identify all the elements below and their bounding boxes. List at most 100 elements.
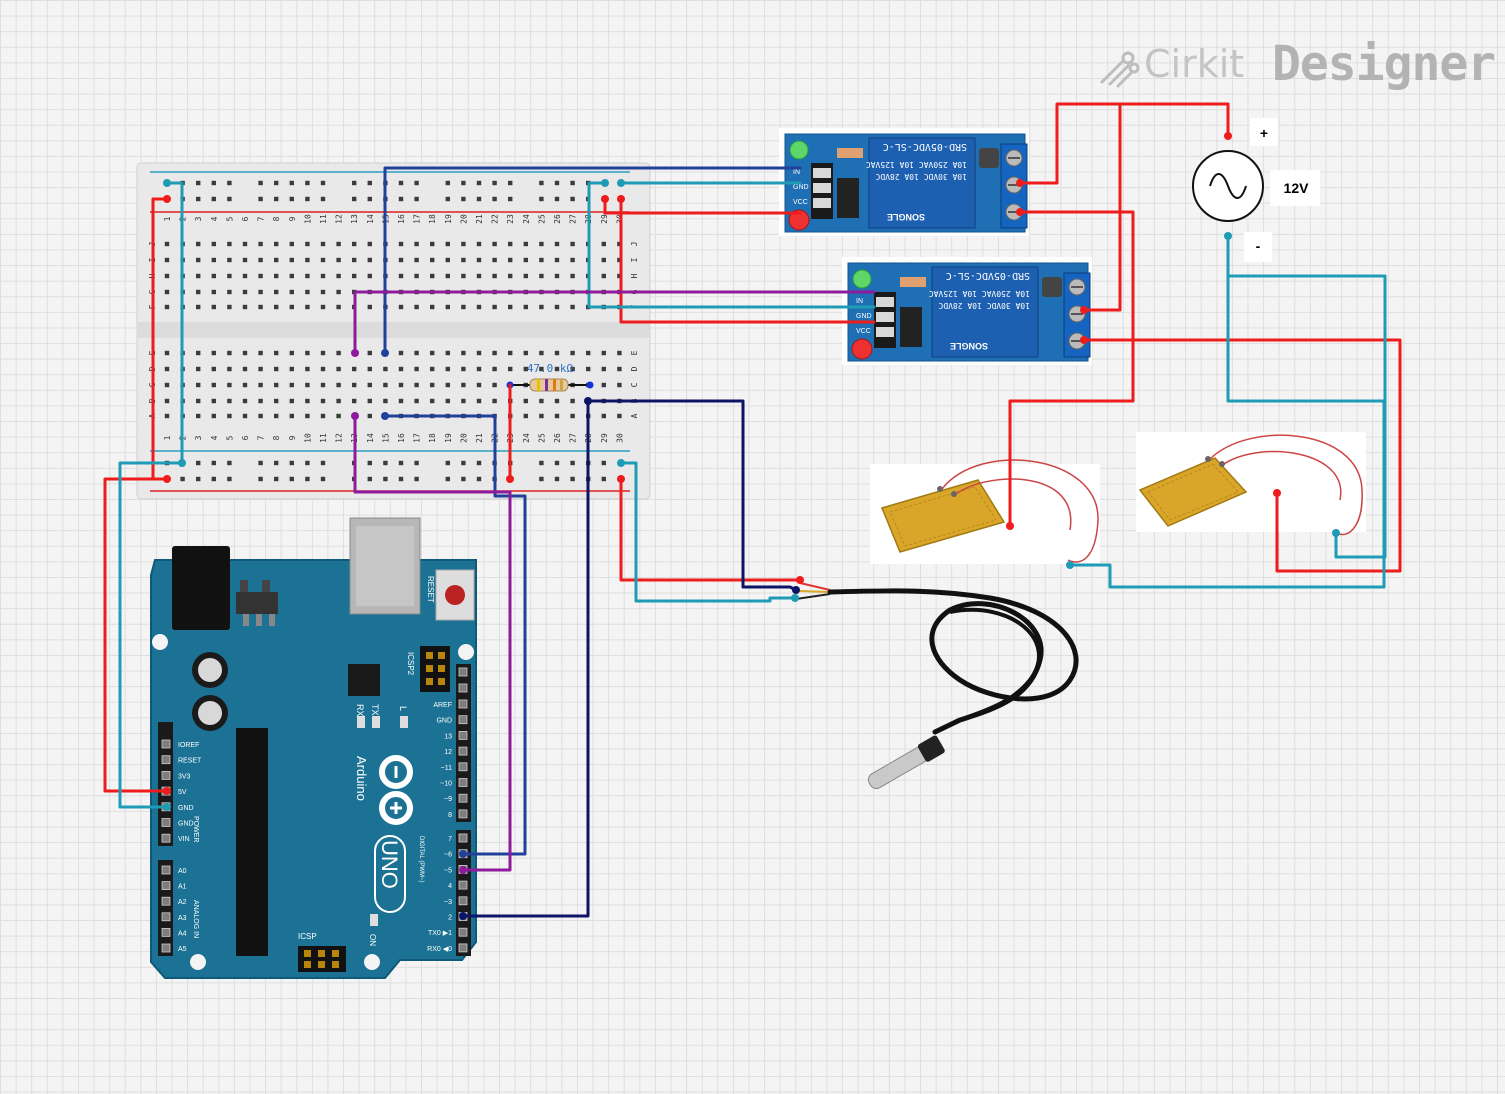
breadboard-hole[interactable] bbox=[367, 366, 372, 372]
breadboard-hole[interactable] bbox=[430, 257, 435, 263]
power-header-pin[interactable] bbox=[161, 818, 171, 827]
breadboard-hole[interactable] bbox=[430, 366, 435, 372]
breadboard-hole[interactable] bbox=[414, 350, 419, 356]
wire-bb-col13-to-relay2-in[interactable] bbox=[353, 290, 876, 355]
breadboard-hole[interactable] bbox=[242, 241, 248, 247]
breadboard-hole[interactable] bbox=[305, 241, 310, 247]
relay-pin[interactable] bbox=[813, 198, 831, 208]
wire-endpoint[interactable] bbox=[459, 912, 467, 920]
breadboard-hole[interactable] bbox=[617, 382, 622, 388]
breadboard-hole[interactable] bbox=[570, 304, 575, 310]
breadboard-hole[interactable] bbox=[320, 382, 326, 388]
breadboard-hole[interactable] bbox=[305, 382, 310, 388]
breadboard-hole[interactable] bbox=[445, 273, 450, 279]
breadboard-hole[interactable] bbox=[211, 289, 216, 295]
breadboard-hole[interactable] bbox=[586, 350, 591, 356]
breadboard-hole[interactable] bbox=[476, 350, 482, 356]
breadboard-hole[interactable] bbox=[289, 241, 294, 247]
breadboard-hole[interactable] bbox=[320, 350, 326, 356]
wire-endpoint[interactable] bbox=[792, 586, 800, 594]
breadboard-hole[interactable] bbox=[383, 398, 388, 404]
breadboard-hole[interactable] bbox=[461, 366, 466, 372]
breadboard-rail-hole[interactable] bbox=[211, 460, 216, 466]
wire-gnd-to-bb-minus[interactable] bbox=[118, 461, 184, 809]
breadboard-hole[interactable] bbox=[414, 257, 419, 263]
breadboard-hole[interactable] bbox=[430, 382, 435, 388]
breadboard-hole[interactable] bbox=[196, 304, 201, 310]
breadboard-hole[interactable] bbox=[196, 350, 201, 356]
breadboard-hole[interactable] bbox=[211, 413, 216, 419]
breadboard-hole[interactable] bbox=[539, 241, 544, 247]
breadboard-hole[interactable] bbox=[461, 382, 466, 388]
breadboard-hole[interactable] bbox=[227, 289, 232, 295]
breadboard-hole[interactable] bbox=[242, 350, 248, 356]
analog-header-pin[interactable] bbox=[161, 943, 171, 953]
breadboard-rail-hole[interactable] bbox=[383, 476, 388, 482]
breadboard-hole[interactable] bbox=[367, 350, 372, 356]
breadboard-hole[interactable] bbox=[445, 350, 450, 356]
breadboard-hole[interactable] bbox=[274, 350, 279, 356]
breadboard-hole[interactable] bbox=[336, 273, 341, 279]
breadboard-hole[interactable] bbox=[352, 257, 357, 263]
breadboard-hole[interactable] bbox=[461, 257, 466, 263]
breadboard-rail-hole[interactable] bbox=[554, 196, 560, 202]
breadboard-hole[interactable] bbox=[305, 413, 310, 419]
breadboard-hole[interactable] bbox=[367, 273, 372, 279]
breadboard-hole[interactable] bbox=[367, 304, 372, 310]
digital-header-pin[interactable] bbox=[458, 809, 468, 819]
breadboard-rail-hole[interactable] bbox=[570, 196, 575, 202]
breadboard-hole[interactable] bbox=[492, 257, 497, 263]
breadboard-rail-hole[interactable] bbox=[289, 476, 294, 482]
wire-bb-left-minus-bridge[interactable] bbox=[165, 181, 184, 465]
breadboard-hole[interactable] bbox=[305, 304, 310, 310]
breadboard-rail-hole[interactable] bbox=[476, 180, 482, 186]
breadboard-hole[interactable] bbox=[461, 398, 466, 404]
breadboard-hole[interactable] bbox=[601, 350, 606, 356]
breadboard-hole[interactable] bbox=[258, 398, 263, 404]
wire-endpoint[interactable] bbox=[796, 576, 804, 584]
breadboard-hole[interactable] bbox=[258, 273, 263, 279]
breadboard-hole[interactable] bbox=[461, 350, 466, 356]
breadboard-hole[interactable] bbox=[492, 382, 497, 388]
breadboard-hole[interactable] bbox=[430, 398, 435, 404]
breadboard-rail-hole[interactable] bbox=[258, 196, 263, 202]
breadboard-hole[interactable] bbox=[554, 350, 560, 356]
breadboard-hole[interactable] bbox=[617, 350, 622, 356]
breadboard-rail-hole[interactable] bbox=[196, 180, 201, 186]
breadboard-hole[interactable] bbox=[164, 350, 170, 356]
wire-bb-col28-to-probe-data[interactable] bbox=[586, 399, 798, 592]
breadboard-hole[interactable] bbox=[274, 382, 279, 388]
breadboard-hole[interactable] bbox=[196, 413, 201, 419]
breadboard-rail-hole[interactable] bbox=[398, 196, 404, 202]
breadboard-hole[interactable] bbox=[352, 398, 357, 404]
wire-endpoint[interactable] bbox=[381, 349, 389, 357]
breadboard-hole[interactable] bbox=[227, 366, 232, 372]
wire-endpoint[interactable] bbox=[1332, 529, 1340, 537]
relay-pin[interactable] bbox=[813, 168, 831, 178]
wire-endpoint[interactable] bbox=[506, 475, 514, 483]
breadboard-hole[interactable] bbox=[289, 366, 294, 372]
breadboard-hole[interactable] bbox=[196, 398, 201, 404]
breadboard-hole[interactable] bbox=[258, 350, 263, 356]
breadboard-hole[interactable] bbox=[367, 257, 372, 263]
wire-endpoint[interactable] bbox=[163, 787, 171, 795]
breadboard-hole[interactable] bbox=[305, 398, 310, 404]
breadboard-rail-hole[interactable] bbox=[289, 180, 294, 186]
breadboard-hole[interactable] bbox=[398, 382, 404, 388]
breadboard-hole[interactable] bbox=[289, 273, 294, 279]
digital-header-pin[interactable] bbox=[458, 896, 468, 906]
breadboard-hole[interactable] bbox=[554, 366, 560, 372]
breadboard-hole[interactable] bbox=[164, 257, 170, 263]
breadboard-hole[interactable] bbox=[305, 257, 310, 263]
resistor[interactable]: 47.0 kΩ bbox=[506, 362, 594, 392]
breadboard-hole[interactable] bbox=[570, 257, 575, 263]
breadboard-hole[interactable] bbox=[242, 257, 248, 263]
breadboard-rail-hole[interactable] bbox=[492, 180, 497, 186]
breadboard-rail-hole[interactable] bbox=[305, 196, 310, 202]
wire-d2-to-bb-col28[interactable] bbox=[461, 398, 590, 918]
wire-d5-to-bb-col13[interactable] bbox=[353, 414, 512, 872]
breadboard-hole[interactable] bbox=[523, 413, 528, 419]
wire-endpoint[interactable] bbox=[1006, 522, 1014, 530]
breadboard-rail-hole[interactable] bbox=[414, 196, 419, 202]
breadboard-hole[interactable] bbox=[289, 382, 294, 388]
